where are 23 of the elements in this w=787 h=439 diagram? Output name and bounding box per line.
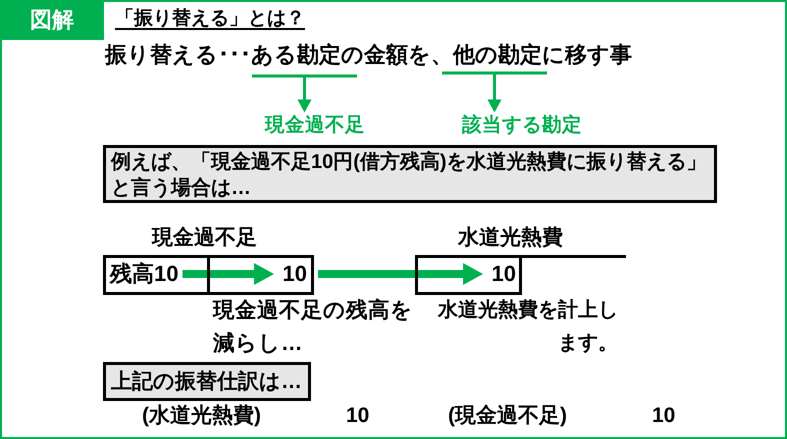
arrow [318,263,483,285]
account-title: 現金過不足 [152,225,257,251]
cell-value: 10 [492,261,516,287]
account-name: (水道光熱費) [142,403,261,429]
amount: 10 [652,403,676,429]
example-box: 例えば、「現金過不足10円(借方残高)を水道光熱費に振り替える」と言う場合は… [103,145,717,203]
account-title: 水道光熱費 [458,225,563,251]
note-text: 水道光熱費を計上します。 [436,298,618,356]
definition-text: 振り替える･･･ある勘定の金額を、他の勘定に移す事 [105,39,632,71]
callout-label: 現金過不足 [265,113,365,137]
underline-arrow [442,72,548,112]
heading: 「振り替える」とは？ [115,7,305,31]
callout-label: 該当する勘定 [462,113,582,137]
note-text: 現金過不足の残高を減らし… [213,297,413,357]
underline-arrow [252,74,358,112]
t-account [415,223,626,295]
note-box: 上記の振替仕訳は… [103,362,311,401]
cell-value: 残高10 [110,261,178,287]
account-name: (現金過不足) [448,403,567,429]
header-tab: 図解 [0,0,104,40]
arrow [182,263,274,285]
amount: 10 [346,403,370,429]
cell-value: 10 [282,261,307,287]
